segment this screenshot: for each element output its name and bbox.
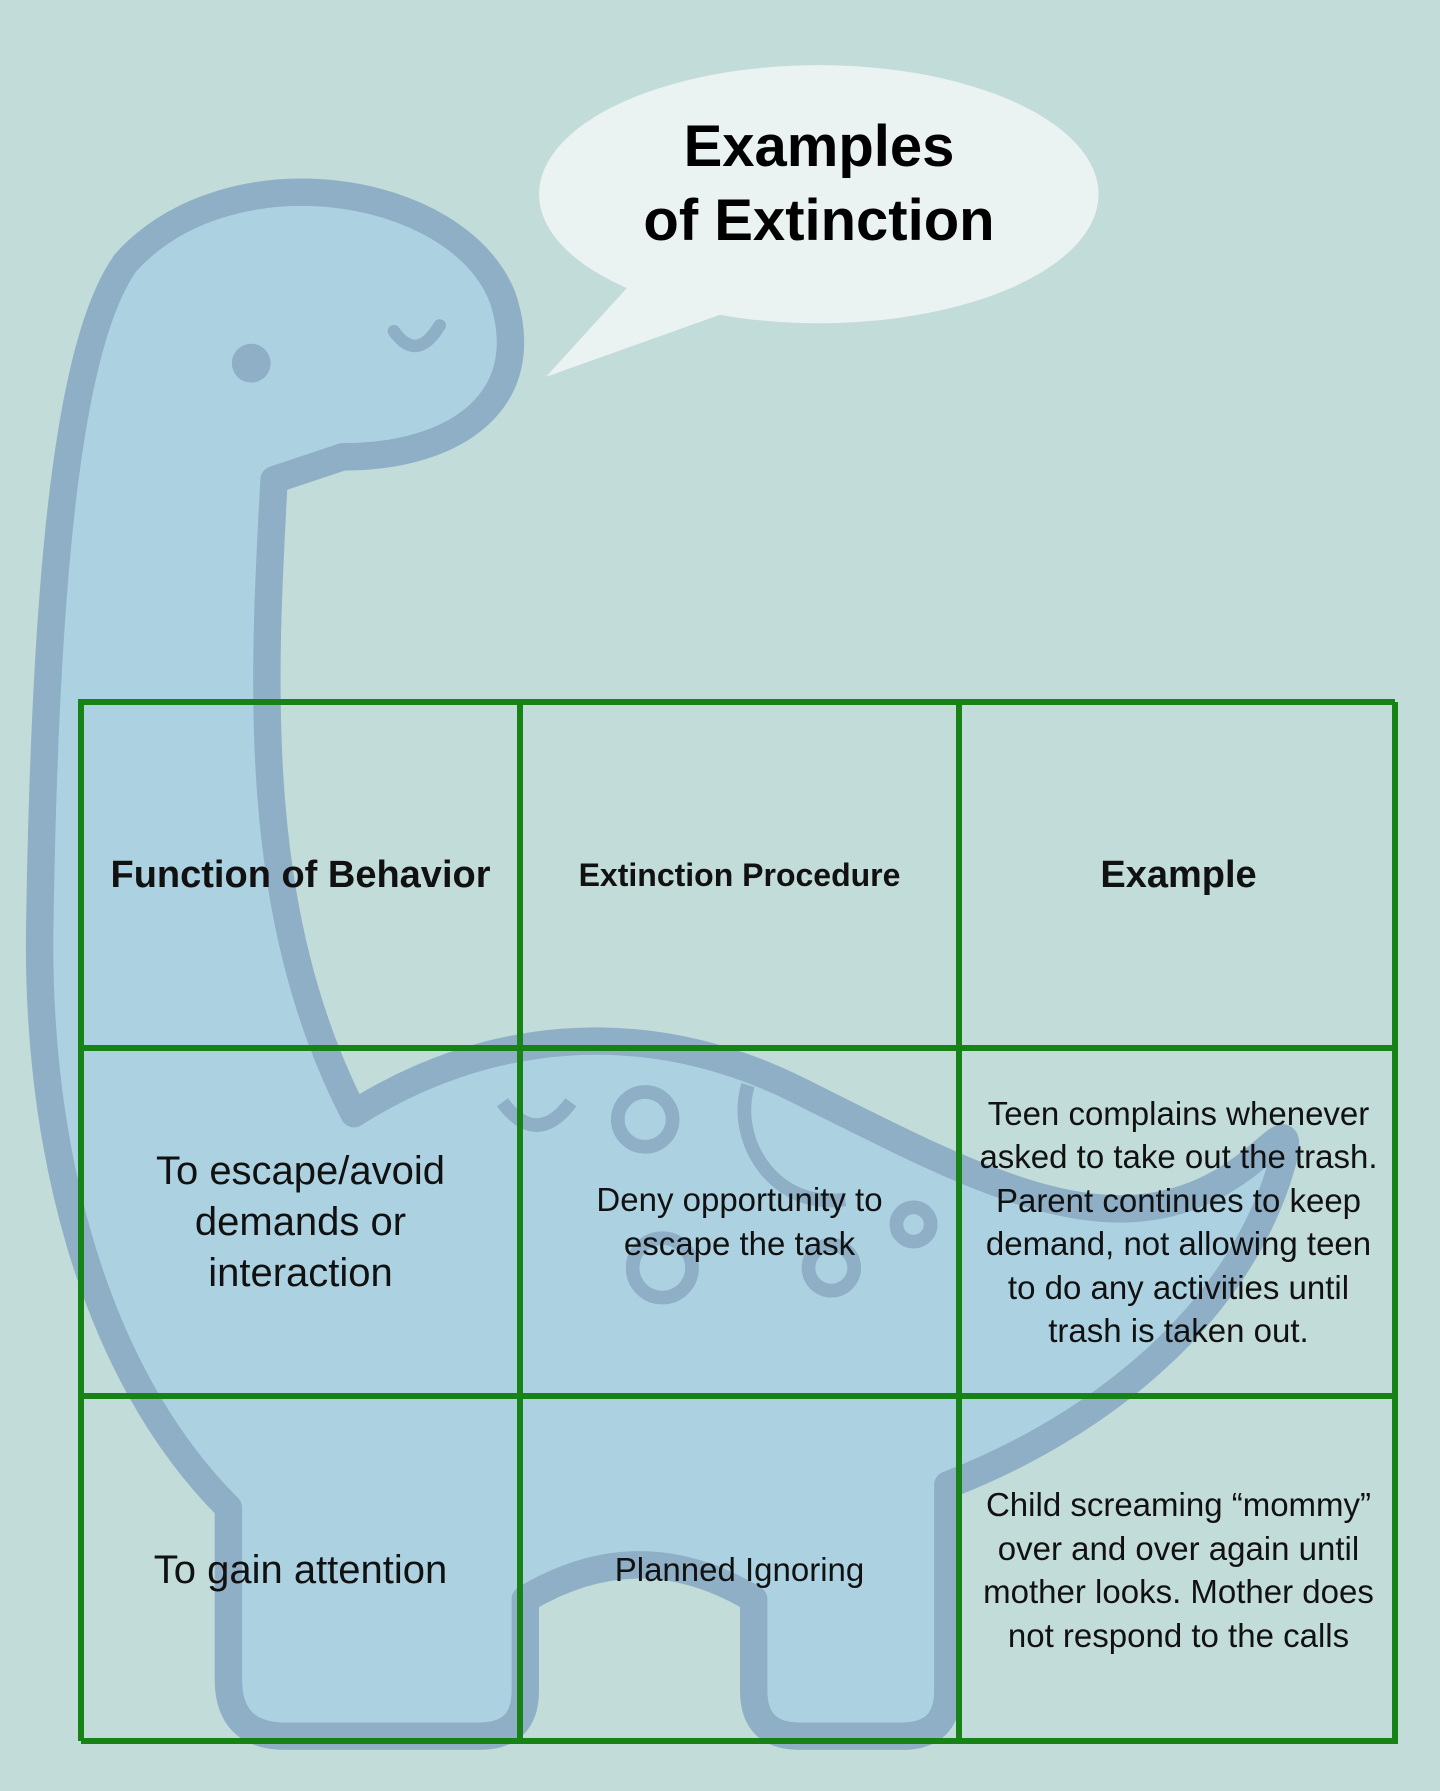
row1-example: Teen complains whenever asked to take ou…: [959, 1048, 1398, 1396]
dinosaur-closed-eye-icon: [387, 319, 446, 353]
dinosaur-spots-icon: [496, 1083, 938, 1305]
title: Examples of Extinction: [579, 110, 1059, 258]
cell-text: To escape/avoid demands or interaction: [155, 1148, 446, 1295]
dinosaur-eye-icon: [231, 343, 271, 383]
row2-example: Child screaming “mommy” over and over ag…: [959, 1396, 1398, 1744]
header-procedure: Extinction Procedure: [520, 702, 959, 1048]
row2-procedure: Planned Ignoring: [520, 1396, 959, 1744]
header-example: Example: [959, 702, 1398, 1048]
title-line-1: Examples: [683, 114, 955, 179]
cell-text: Teen complains whenever asked to take ou…: [979, 1094, 1378, 1350]
cell-text: Child screaming “mommy” over and over ag…: [983, 1486, 1374, 1654]
row1-procedure: Deny opportunity to escape the task: [520, 1048, 959, 1396]
extinction-table: Function of Behavior Extinction Procedur…: [78, 699, 1398, 1744]
header-function: Function of Behavior: [81, 702, 520, 1048]
speech-bubble: [539, 65, 1099, 377]
title-line-2: of Extinction: [643, 188, 995, 253]
row2-function: To gain attention: [81, 1396, 520, 1744]
dinosaur-icon: [25, 178, 1300, 1750]
row1-function: To escape/avoid demands or interaction: [81, 1048, 520, 1396]
cell-text: Deny opportunity to escape the task: [596, 1181, 883, 1262]
